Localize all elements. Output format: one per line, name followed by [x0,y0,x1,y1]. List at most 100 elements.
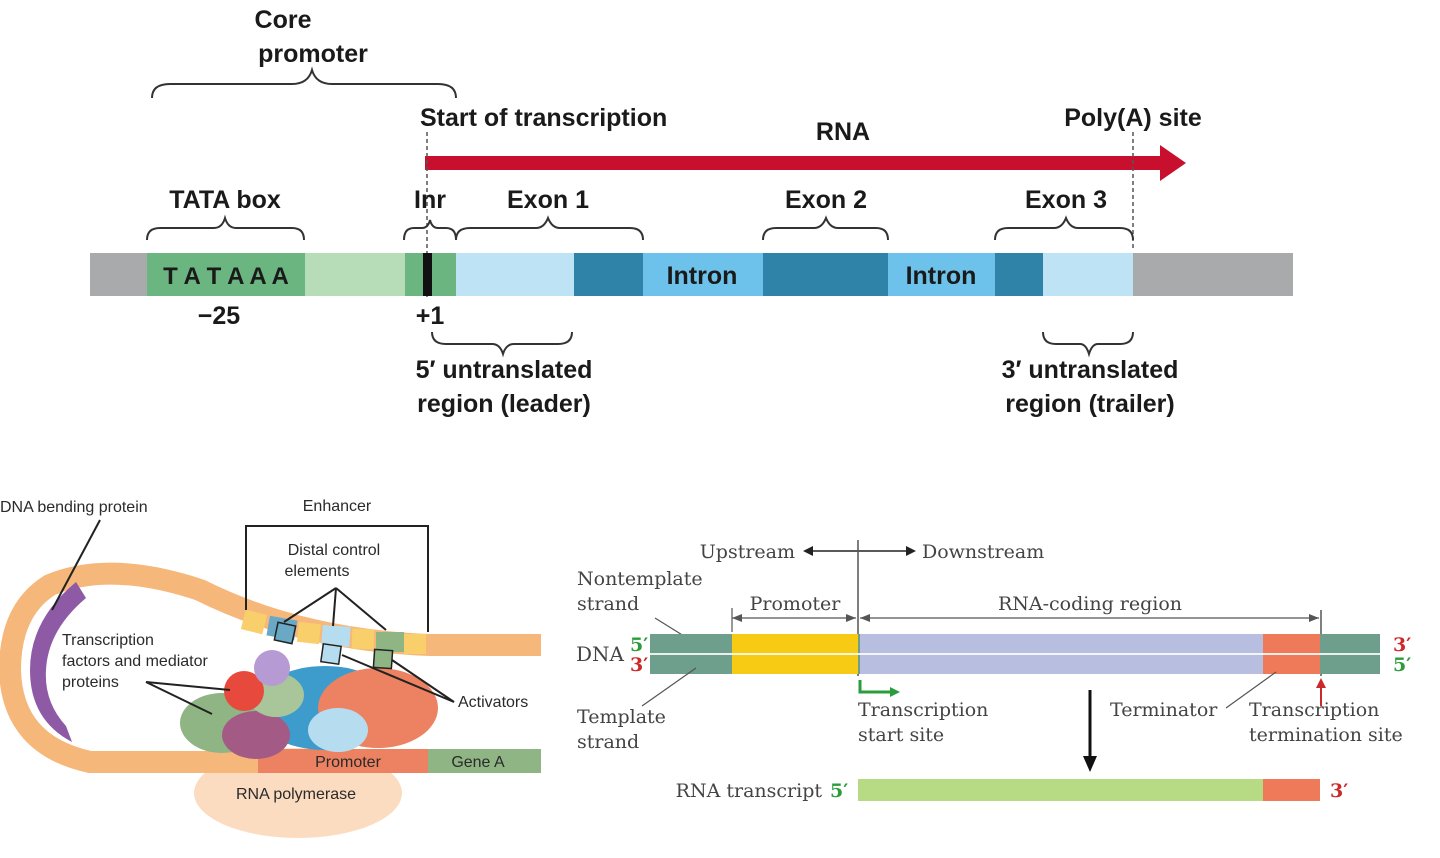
plus1-label: +1 [416,302,445,330]
distal-pointer [283,587,337,623]
activator-square [273,621,297,645]
rna-transcript-terminator [1263,779,1320,801]
tataaa-sequence: T A T A A A [163,263,289,290]
inr-brace [403,219,457,241]
intron2-label: Intron [906,262,977,290]
enhancer-bracket [245,525,429,632]
tss-label-line2: start site [858,724,944,746]
exon3-utr-segment [1043,253,1133,296]
dna-label: DNA [576,642,625,666]
nontemplate-label-line2: strand [577,593,639,615]
enhancer-segment [297,621,321,645]
tts-label-line2: termination site [1249,724,1403,746]
exon2-segment [763,253,888,296]
template-label-line2: strand [577,731,639,753]
distal-pointer [335,587,387,631]
upstream-label: Upstream [700,541,795,563]
rna-coding-dim-arrow-left [860,614,870,622]
tf-purple-shape [222,711,290,759]
tf-label-line1: Transcription [62,632,154,649]
activator-square [319,642,343,666]
rna-coding-dim-arrow-right [1309,614,1319,622]
intron1-segment [643,253,763,296]
tf-lavender-shape [254,650,290,686]
transcription-down-arrowhead [1083,756,1097,772]
promoter-segment [258,749,428,773]
exon2-label: Exon 2 [785,186,867,214]
activators-label: Activators [458,694,528,711]
rna-transcript-label: RNA transcript [676,780,823,802]
rna-label: RNA [816,118,870,146]
upstream-arrowhead [803,546,813,556]
utr5-label-line2: region (leader) [417,390,591,418]
gene-a-segment [428,749,541,773]
enhancer-segment [240,609,268,635]
terminator-pointer [1225,671,1277,709]
core-promoter-label-line1: Core [255,6,312,34]
activator-square [372,648,394,670]
minus25-label: −25 [198,302,241,330]
utr3-brace [1042,331,1134,358]
dna-bending-pointer [51,519,101,611]
exon3-coding-segment [995,253,1043,296]
start-of-transcription-label: Start of transcription [420,104,667,132]
exon3-brace [994,215,1134,241]
dna-five-prime-right: 5′ [1393,654,1411,676]
utr3-label-line2: region (trailer) [1005,390,1174,418]
exon2-brace [762,215,889,241]
exon1-brace [455,215,644,241]
inr-label: Inr [414,186,446,214]
activators-pointer [391,659,455,703]
downstream-label: Downstream [922,541,1044,563]
dna-bending-protein-shape [30,582,86,742]
gene-bar: T A T A A A Intron Intron [90,253,1293,296]
promoter-dim-arrow-right [846,614,856,622]
tf-red-shape [224,671,264,711]
enhancer-looping-diagram: RNA polymerase Promoter Gene A [0,498,541,838]
rna-polymerase-label: RNA polymerase [236,786,356,803]
core-promoter-brace [151,66,457,99]
promoter-dim-arrow-left [732,614,742,622]
dna-five-prime-top: 5′ [630,634,648,656]
enhancer-label: Enhancer [303,498,372,515]
gene-structure-diagram: Core promoter Start of transcription RNA… [90,6,1293,418]
dna-bending-protein-label: DNA bending protein [0,499,148,516]
tss-label-line1: Transcription [858,699,988,721]
dna-double-strand [650,634,1380,674]
distal-label-line2: elements [285,563,350,580]
small-protein-shape [308,708,368,752]
enhancer-segment [376,632,404,652]
tata-box-label: TATA box [169,186,281,214]
rna-coding-region-label: RNA-coding region [998,593,1182,615]
activators-pointer [341,654,455,703]
template-pointer [641,667,697,707]
tf-label-line2: factors and mediator [62,653,209,670]
terminator-label: Terminator [1110,699,1218,721]
tss-bent-arrow [858,680,892,694]
intron1-label: Intron [667,262,738,290]
exon1-utr-segment [456,253,574,296]
exon1-label: Exon 1 [507,186,589,214]
tata-brace [146,214,305,241]
transcription-complex [180,650,438,759]
core-promoter-label-line2: promoter [258,40,368,68]
polya-site-label: Poly(A) site [1064,104,1202,132]
enhancer-segment [404,634,426,654]
utr5-label-line1: 5′ untranslated [416,356,593,384]
distal-label-line1: Distal control [288,542,380,559]
dna-three-prime-bottom: 3′ [630,654,648,676]
promoter-label: Promoter [750,593,842,615]
utr3-label-line1: 3′ untranslated [1002,356,1179,384]
tata-box-segment [147,253,305,296]
rna-arrow-shaft [425,156,1165,170]
template-label-line1: Template [577,706,666,728]
tf-label-line3: proteins [62,674,119,691]
intron2-segment [888,253,995,296]
rna-three-prime: 3′ [1330,780,1348,802]
exon3-label: Exon 3 [1025,186,1107,214]
tf-pointer [145,681,213,715]
start-site-marker [423,253,432,296]
downstream-arrowhead [906,546,916,556]
distal-pointer [332,587,337,627]
